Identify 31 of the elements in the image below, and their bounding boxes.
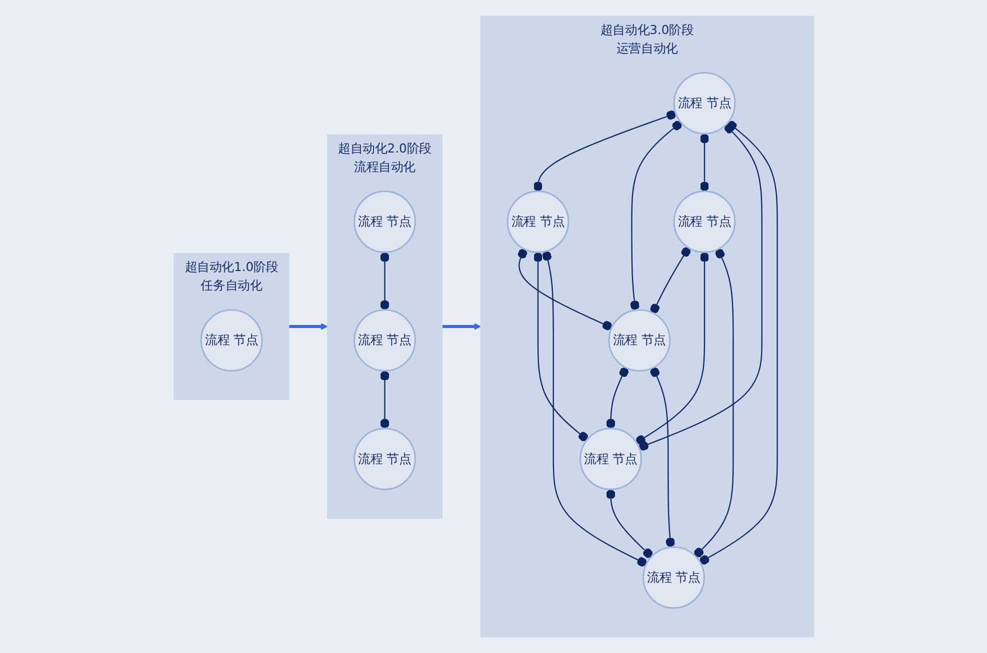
connector: [517, 248, 612, 330]
node-circle: [642, 546, 705, 609]
node-circle: [506, 190, 569, 253]
node-circle: [672, 190, 736, 253]
connector: [380, 370, 389, 428]
connector: [606, 368, 628, 428]
connector: [699, 120, 778, 565]
connector: [630, 120, 682, 310]
connector: [650, 368, 675, 548]
connector: [638, 124, 762, 451]
connector: [650, 247, 690, 314]
node-circle: [608, 309, 670, 372]
cluster: [326, 134, 442, 519]
connector: [532, 110, 676, 192]
node-circle: [672, 72, 736, 134]
connector: [636, 252, 709, 445]
node-circle: [353, 309, 416, 372]
connector: [694, 248, 734, 558]
connector: [542, 251, 646, 566]
connector: [532, 252, 588, 442]
connector: [699, 134, 709, 192]
cluster: [173, 252, 289, 400]
connector: [606, 489, 652, 558]
node-circle: [353, 428, 416, 490]
node-circle: [353, 190, 416, 253]
node-circle: [579, 428, 642, 490]
connector: [380, 252, 389, 310]
node-circle: [200, 309, 262, 372]
cluster: [480, 16, 814, 638]
arrow: [288, 323, 328, 330]
arrow: [442, 323, 481, 330]
